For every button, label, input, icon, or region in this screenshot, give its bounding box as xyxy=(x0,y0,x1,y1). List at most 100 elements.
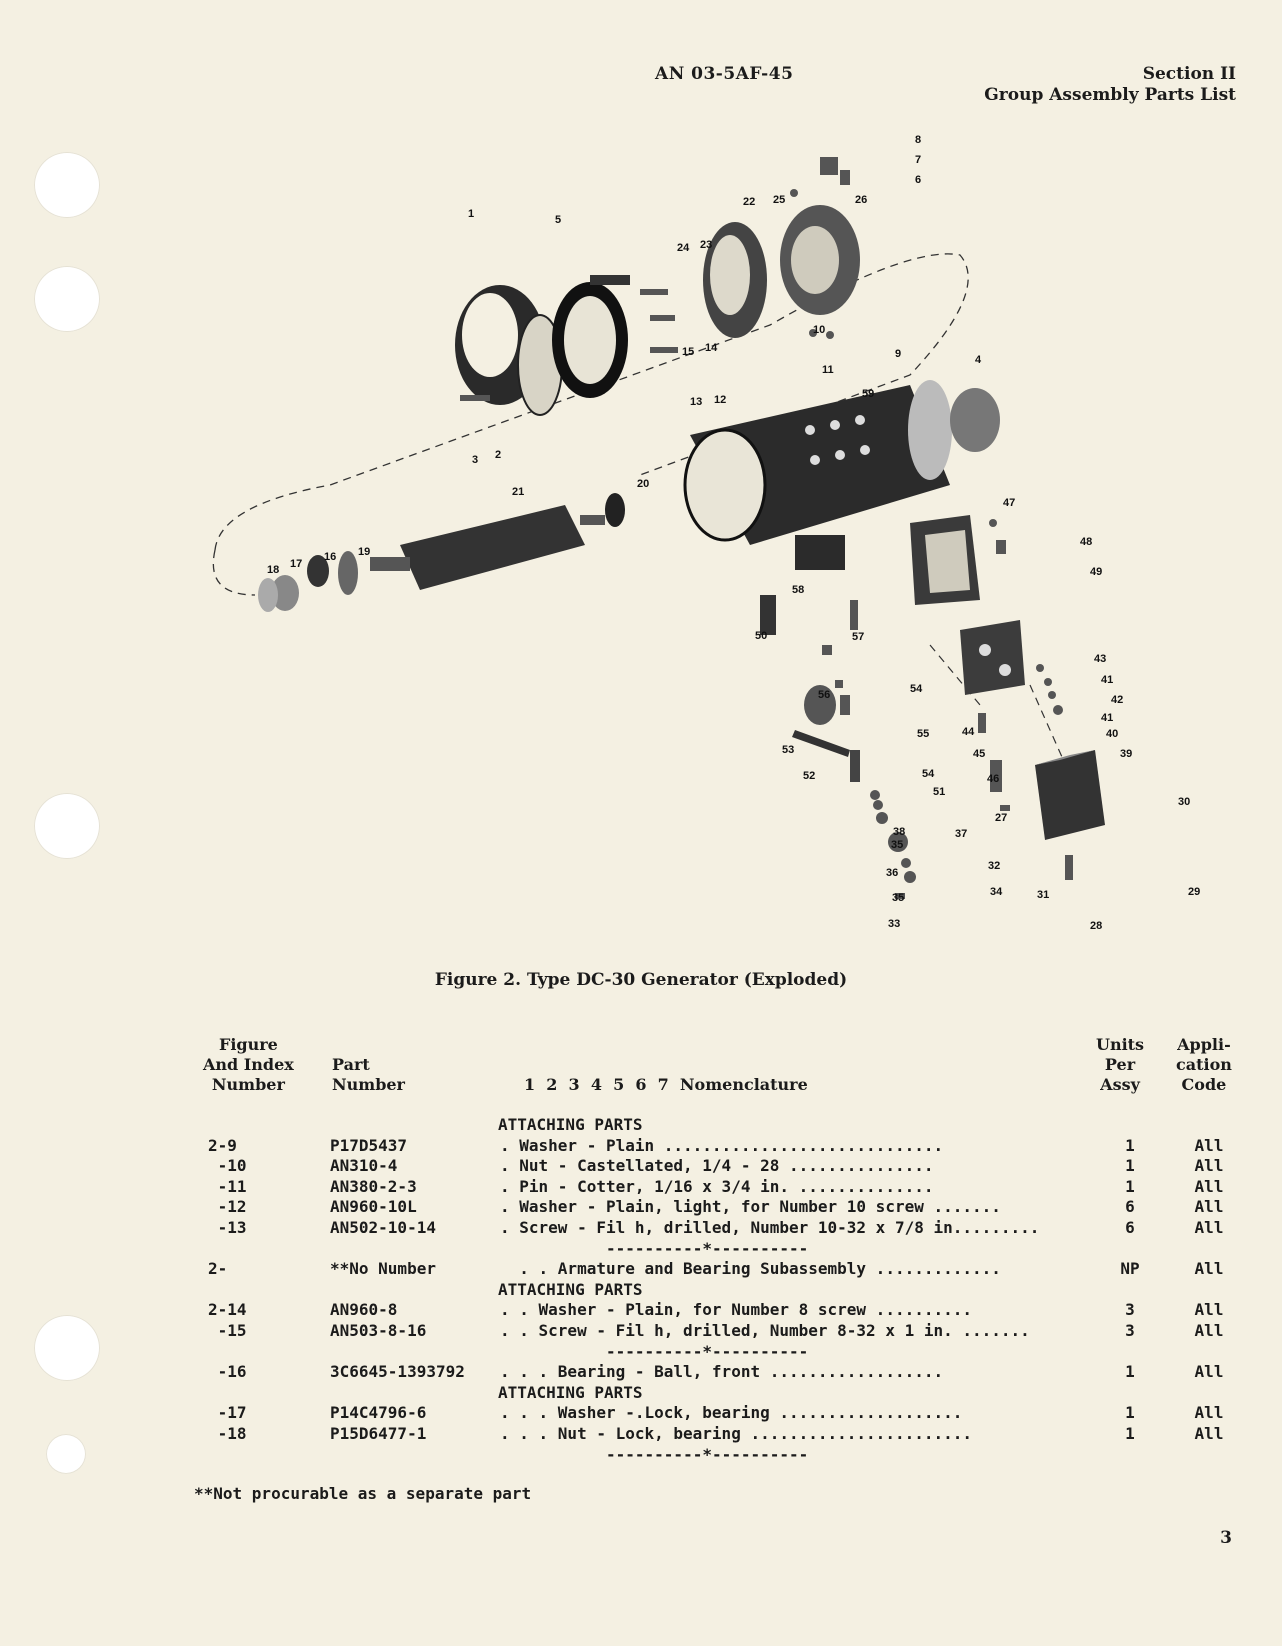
part-number-cell: AN310-4 xyxy=(330,1156,398,1176)
svg-text:17: 17 xyxy=(290,558,302,570)
units-cell: 1 xyxy=(1125,1156,1135,1176)
svg-text:39: 39 xyxy=(1120,748,1132,760)
svg-text:58: 58 xyxy=(792,584,804,596)
svg-text:53: 53 xyxy=(782,744,794,756)
nomenclature-cell: . . Armature and Bearing Subassembly ...… xyxy=(500,1259,1001,1279)
svg-text:54: 54 xyxy=(910,683,923,695)
figure-index-cell: -11 xyxy=(208,1176,247,1196)
svg-text:57: 57 xyxy=(852,631,864,643)
figure-index-cell: -13 xyxy=(208,1218,247,1237)
application-code-cell: All xyxy=(1194,1135,1224,1155)
svg-text:23: 23 xyxy=(700,239,712,251)
svg-text:12: 12 xyxy=(714,394,726,406)
application-code-cell: All xyxy=(1194,1218,1224,1237)
section-header: Section II Group Assembly Parts List xyxy=(984,64,1236,106)
heading-text: ATTACHING PARTS xyxy=(498,1279,643,1299)
end-cover-part xyxy=(455,285,563,416)
units-cell: 1 xyxy=(1125,1362,1135,1382)
end-bell-part xyxy=(703,222,767,338)
svg-text:42: 42 xyxy=(1111,694,1123,706)
bearing-part xyxy=(307,555,329,587)
part-number-cell: P15D6477-1 xyxy=(330,1424,427,1443)
svg-text:29: 29 xyxy=(1188,886,1200,898)
svg-text:10: 10 xyxy=(813,324,825,336)
svg-text:36: 36 xyxy=(886,867,898,879)
figure-index-cell: -12 xyxy=(208,1197,247,1217)
units-cell: 3 xyxy=(1125,1321,1135,1340)
svg-text:24: 24 xyxy=(677,242,690,254)
separator-text: ----------*---------- xyxy=(606,1238,809,1258)
figure-index-cell: 2-9 xyxy=(208,1135,237,1155)
parts-list-row: -18 P15D6477-1 . . . Nut - Lock, bearing .… xyxy=(0,1424,1282,1444)
nomenclature-cell: . Washer - Plain .......................… xyxy=(500,1135,944,1155)
nut-part xyxy=(271,575,299,611)
binder-hole xyxy=(46,1434,86,1474)
svg-text:41: 41 xyxy=(1101,712,1113,724)
svg-text:30: 30 xyxy=(1178,796,1190,808)
nomenclature-cell: . . . Nut - Lock, bearing ..............… xyxy=(500,1424,973,1443)
svg-text:19: 19 xyxy=(358,546,370,558)
drive-end-part xyxy=(950,388,1000,452)
svg-text:35: 35 xyxy=(891,839,903,851)
binder-hole xyxy=(34,152,100,218)
svg-text:41: 41 xyxy=(1101,674,1113,686)
svg-text:56: 56 xyxy=(818,689,830,701)
svg-text:48: 48 xyxy=(1080,536,1092,548)
binder-hole xyxy=(34,793,100,859)
page-number: 3 xyxy=(1220,1528,1232,1548)
svg-text:28: 28 xyxy=(1090,920,1102,932)
part-number-cell: **No Number xyxy=(330,1259,436,1279)
header-figure-index: Figure And Index Number xyxy=(203,1035,294,1094)
figure-index-cell: -17 xyxy=(208,1403,247,1423)
part-number-cell: P14C4796-6 xyxy=(330,1403,427,1423)
svg-text:9: 9 xyxy=(895,348,901,360)
svg-text:40: 40 xyxy=(1106,728,1118,740)
attaching-parts-heading: ATTACHING PARTS xyxy=(0,1383,1282,1403)
nomenclature-cell: . Washer - Plain, light, for Number 10 s… xyxy=(500,1197,1001,1217)
armature-part xyxy=(370,505,605,590)
units-cell: NP xyxy=(1120,1259,1140,1279)
svg-text:3: 3 xyxy=(472,454,478,466)
svg-text:32: 32 xyxy=(988,860,1000,872)
svg-text:38: 38 xyxy=(893,826,905,838)
separator-text: ----------*---------- xyxy=(606,1444,809,1464)
brush-rigging-part xyxy=(792,685,860,782)
parts-list-row: -11 AN380-2-3 . Pin - Cotter, 1/16 x 3/4 i… xyxy=(0,1177,1282,1197)
figure-index-cell: -15 xyxy=(208,1321,247,1340)
units-cell: 1 xyxy=(1125,1176,1135,1196)
application-code-cell: All xyxy=(1194,1424,1224,1443)
units-cell: 1 xyxy=(1125,1403,1135,1423)
figure-index-cell: -18 xyxy=(208,1424,247,1443)
svg-text:44: 44 xyxy=(962,726,975,738)
application-code-cell: All xyxy=(1194,1321,1224,1340)
svg-text:54: 54 xyxy=(922,768,935,780)
doc-number: AN 03-5AF-45 xyxy=(655,64,794,84)
heading-text: ATTACHING PARTS xyxy=(498,1115,643,1134)
figure-index-cell: 2- xyxy=(208,1259,228,1279)
application-code-cell: All xyxy=(1194,1300,1224,1320)
svg-text:7: 7 xyxy=(915,154,921,166)
header-part-number: Part Number xyxy=(332,1055,405,1094)
svg-text:18: 18 xyxy=(267,564,279,576)
nomenclature-cell: . . Screw - Fil h, drilled, Number 8-32 … xyxy=(500,1321,1030,1340)
nomenclature-cell: . Pin - Cotter, 1/16 x 3/4 in. .........… xyxy=(500,1176,934,1196)
parts-list-row: -12 AN960-10L . Washer - Plain, light, for… xyxy=(0,1197,1282,1217)
units-cell: 6 xyxy=(1125,1197,1135,1217)
svg-text:22: 22 xyxy=(743,196,755,208)
application-code-cell: All xyxy=(1194,1259,1224,1279)
svg-text:37: 37 xyxy=(955,828,967,840)
attaching-parts-heading: ATTACHING PARTS xyxy=(0,1280,1282,1300)
binder-hole xyxy=(34,266,100,332)
parts-list-row: 2- **No Number . . Armature and Bearing S… xyxy=(0,1259,1282,1279)
nomenclature-cell: . Screw - Fil h, drilled, Number 10-32 x… xyxy=(500,1218,1040,1237)
part-number-cell: AN960-10L xyxy=(330,1197,417,1217)
part-number-cell: AN380-2-3 xyxy=(330,1176,417,1196)
application-code-cell: All xyxy=(1194,1403,1224,1423)
application-code-cell: All xyxy=(1194,1197,1224,1217)
